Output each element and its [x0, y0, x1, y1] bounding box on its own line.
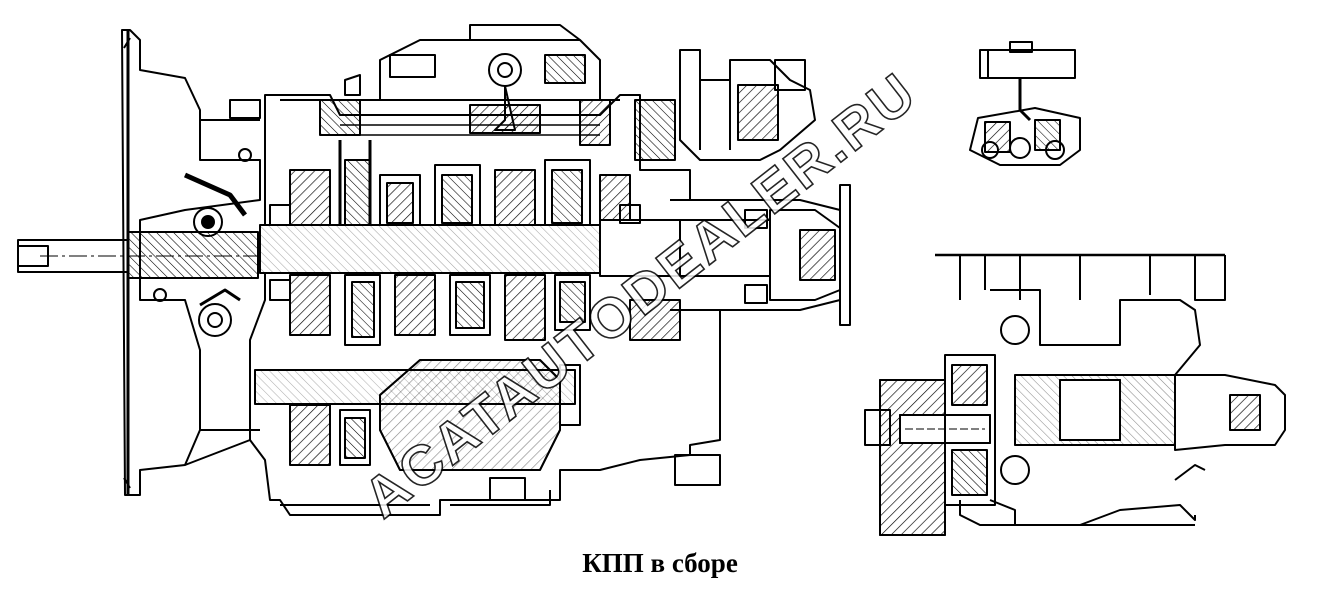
shift-mechanism: [280, 24, 620, 146]
gearbox-housing: [249, 94, 841, 516]
bolts: [229, 99, 768, 304]
release-fork: [153, 148, 252, 337]
input-shaft: [17, 231, 600, 279]
lower-gears: [289, 274, 681, 346]
detail-view-shift-rod: [969, 41, 1081, 166]
upper-gears: [289, 140, 631, 226]
countershaft: [254, 359, 721, 501]
rear-cover: [634, 49, 816, 161]
main-shaft: [259, 184, 851, 326]
figure-caption: КПП в сборе: [582, 548, 738, 578]
gearbox-section-view: [17, 24, 851, 516]
detail-view-output-shaft: [864, 253, 1286, 536]
